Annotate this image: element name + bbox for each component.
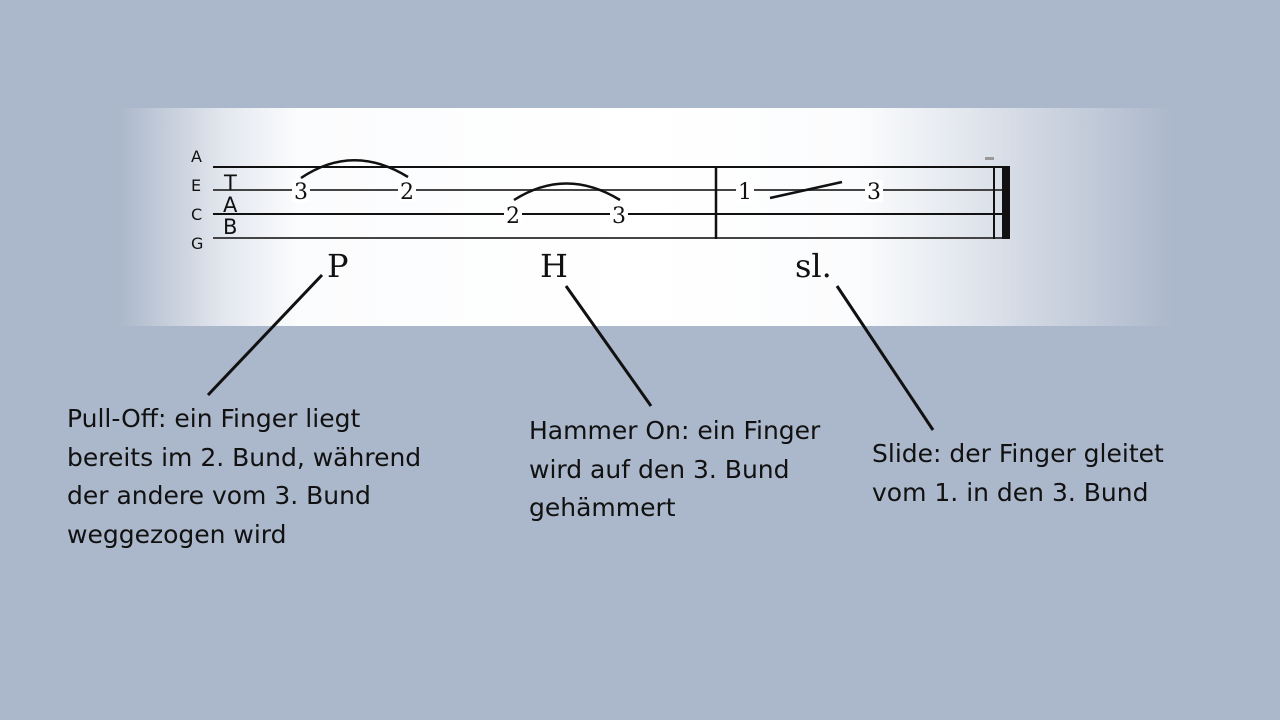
staff-lines xyxy=(213,166,1008,239)
fret-number: 3 xyxy=(612,204,626,229)
tab-banner xyxy=(118,108,1176,326)
slide-line xyxy=(769,180,843,200)
slide-caption: Slide: der Finger gleitet vom 1. in den … xyxy=(872,439,1164,507)
hammer-on-caption: Hammer On: ein Finger wird auf den 3. Bu… xyxy=(529,416,821,522)
hammer-on-marker: H xyxy=(540,247,568,285)
tab-clef-b: B xyxy=(223,215,237,239)
fret-number: 2 xyxy=(506,204,520,229)
pull-off-marker: P xyxy=(327,247,349,285)
slide-marker: sl. xyxy=(795,247,832,285)
fret-number: 1 xyxy=(738,180,752,205)
final-barline-thick xyxy=(1002,166,1010,239)
fret-number: 3 xyxy=(294,180,308,205)
small-dash-mark xyxy=(985,157,994,160)
fret-number: 2 xyxy=(400,180,414,205)
string-label-c: C xyxy=(191,205,202,224)
string-label-g: G xyxy=(191,234,203,253)
fret-number: 3 xyxy=(867,180,881,205)
pull-off-caption: Pull-Off: ein Finger liegt bereits im 2.… xyxy=(67,404,422,549)
string-label-a: A xyxy=(191,147,202,166)
string-label-e: E xyxy=(191,176,201,195)
hammer-on-pointer xyxy=(564,285,653,407)
tab-clef-t: T xyxy=(223,171,237,195)
slide-pointer xyxy=(835,285,935,431)
hammer-on-slur xyxy=(513,182,621,202)
pull-off-slur xyxy=(300,159,409,180)
tab-clef-a: A xyxy=(223,193,238,217)
pull-off-pointer xyxy=(206,273,324,397)
